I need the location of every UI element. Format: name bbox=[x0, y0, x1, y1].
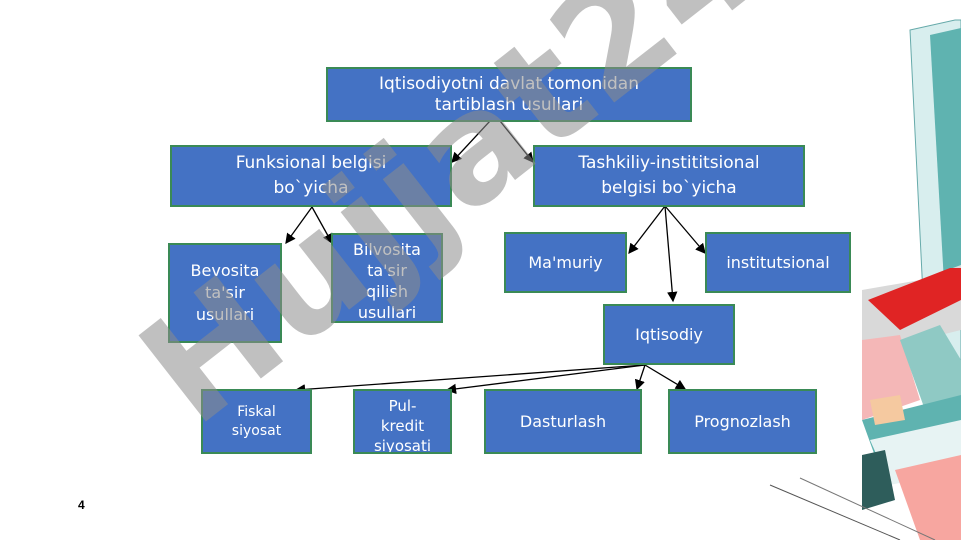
arrow-economic-fiscal bbox=[294, 364, 646, 395]
arrow-root-institutional bbox=[499, 120, 534, 164]
arrow-institutional-institutsional bbox=[664, 205, 706, 254]
node-programming-label: Dasturlash bbox=[519, 412, 607, 431]
node-indirect: Bilvosita ta'sir qilish usullari bbox=[331, 233, 443, 323]
node-direct-label: Bevosita ta'sir usullari bbox=[190, 261, 260, 324]
node-economic-label: Iqtisodiy bbox=[635, 325, 703, 344]
node-institutsional-label: institutsional bbox=[726, 253, 830, 272]
arrow-economic-monetary bbox=[445, 364, 646, 395]
node-monetary: Pul- kredit siyosati bbox=[353, 389, 452, 454]
node-forecasting-label: Prognozlash bbox=[694, 412, 791, 431]
node-forecasting: Prognozlash bbox=[668, 389, 817, 454]
node-fiscal: Fiskal siyosat bbox=[201, 389, 312, 454]
node-institutsional: institutsional bbox=[705, 232, 851, 293]
node-root-label: Iqtisodiyotni davlat tomonidan tartiblas… bbox=[379, 73, 639, 115]
arrow-root-functional bbox=[451, 120, 491, 163]
node-monetary-label: Pul- kredit siyosati bbox=[373, 397, 432, 454]
node-fiscal-label: Fiskal siyosat bbox=[231, 403, 282, 439]
arrow-functional-direct bbox=[285, 206, 313, 245]
node-root: Iqtisodiyotni davlat tomonidan tartiblas… bbox=[326, 67, 692, 122]
arrow-institutional-economic bbox=[664, 205, 678, 303]
node-institutional: Tashkiliy-instititsional belgisi bo`yich… bbox=[533, 145, 805, 207]
arrow-functional-indirect bbox=[311, 206, 333, 245]
node-programming: Dasturlash bbox=[484, 389, 642, 454]
node-functional-label: Funksional belgisi bo`yicha bbox=[235, 153, 387, 198]
node-functional: Funksional belgisi bo`yicha bbox=[170, 145, 452, 207]
node-administrative: Ma'muriy bbox=[504, 232, 627, 293]
node-economic: Iqtisodiy bbox=[603, 304, 735, 365]
arrow-institutional-administrative bbox=[628, 205, 666, 255]
node-institutional-label: Tashkiliy-instititsional belgisi bo`yich… bbox=[578, 153, 760, 198]
arrow-economic-programming bbox=[634, 364, 646, 391]
node-direct: Bevosita ta'sir usullari bbox=[168, 243, 282, 343]
node-administrative-label: Ma'muriy bbox=[528, 253, 603, 272]
arrow-economic-forecasting bbox=[644, 364, 687, 390]
node-indirect-label: Bilvosita ta'sir qilish usullari bbox=[353, 240, 421, 322]
page-number: 4 bbox=[78, 498, 85, 512]
